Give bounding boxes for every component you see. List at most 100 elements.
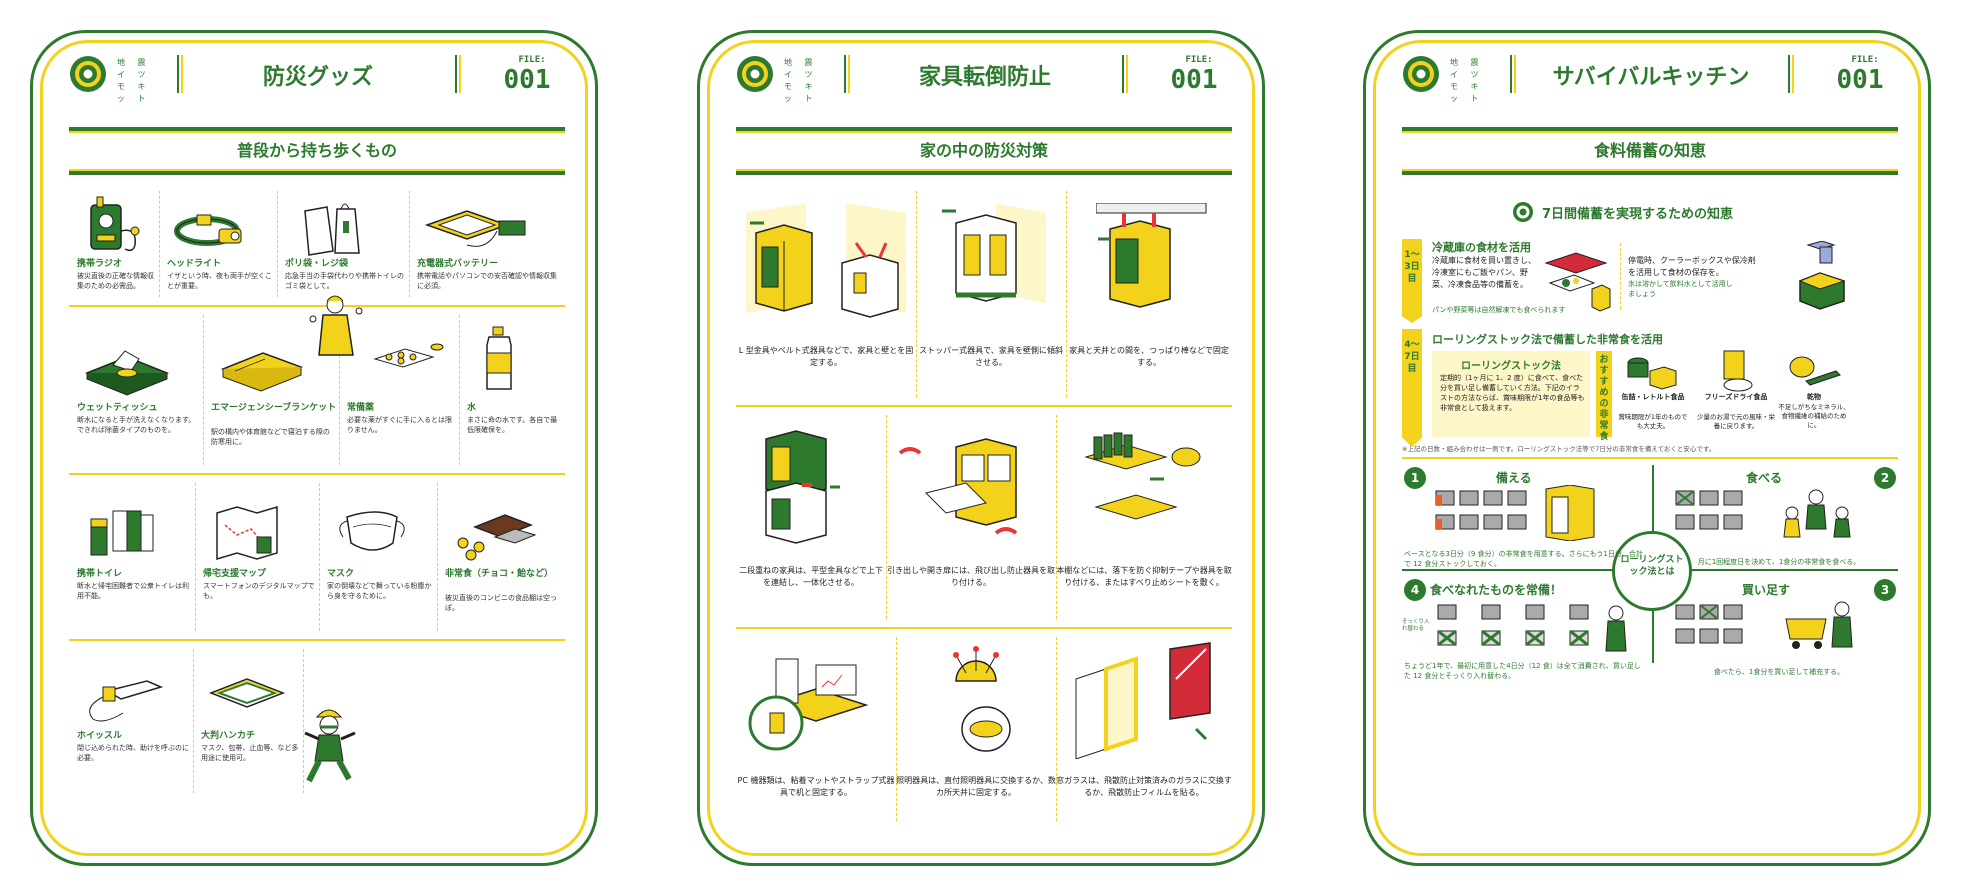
item-name: マスク — [327, 569, 355, 579]
list-item: 水 まさに命の水です。各自で最低限確保を。 — [459, 307, 565, 473]
brand-text: 地 震 イ ツ モ キ ッ ト — [1450, 58, 1484, 103]
target-logo-icon — [70, 56, 106, 92]
step-badge: 1 — [1404, 467, 1426, 489]
band — [69, 127, 565, 133]
card-furniture: 地 震 イ ツ モ キ ッ ト 家具転倒防止 FILE: 001 家の中の防災対… — [697, 30, 1265, 866]
list-item — [303, 641, 383, 801]
card-survival-kitchen: 地 震 イ ツ モ キ ッ ト サバイバルキッチン FILE: 001 食料備蓄… — [1363, 30, 1931, 866]
list-item: 非常食（チョコ・飴など） 被災直後のコンビニの食品棚は空っぽ。 — [437, 475, 565, 639]
band — [736, 127, 1232, 133]
tip-caption: ストッパー式器具で、家具を壁側に傾斜させる。 — [919, 346, 1063, 367]
item-name: ポリ袋・レジ袋 — [285, 259, 349, 269]
card-inner-border — [1373, 40, 1921, 856]
divider — [1510, 55, 1516, 93]
section-note: 氷は溶かして飲料水として活用しましょう — [1628, 280, 1733, 298]
goods-row: 携帯トイレ 断水と帰宅困難者で公衆トイレは利用不能。 帰宅支援マップ スマートフ… — [69, 475, 565, 641]
food-name: フリーズドライ食品 — [1704, 393, 1768, 401]
tips-row: 二段重ねの家具は、平型金具などで上下を連結し、一体化させる。 引き出しや開き扉に… — [736, 407, 1232, 629]
food-name: 乾物 — [1807, 393, 1821, 401]
section-title: 冷蔵庫の食材を活用 — [1432, 241, 1531, 254]
food-desc: 少量のお湯で元の風味・栄養に戻ります。 — [1697, 413, 1775, 430]
snack-icon — [457, 514, 537, 561]
tip-item: 窓ガラスは、飛散防止対策済みのガラスに交換するか、飛散防止フィルムを貼る。 — [1056, 629, 1232, 829]
portable-toilet-icon — [90, 510, 154, 556]
list-item: マスク 家の倒壊などで舞っている粉塵から身を守るために。 — [319, 475, 437, 639]
water-bottle-icon — [486, 326, 512, 390]
drawer-lock-icon — [898, 438, 1018, 535]
window-glass-icon — [1075, 642, 1211, 759]
page-title: サバイバルキッチン — [1552, 65, 1750, 90]
item-desc: 駅の構内や体育館などで寝泊する際の防寒用に。 — [211, 428, 330, 446]
item-desc: 応急手当の手袋代わりや携帯トイレのゴミ袋として。 — [285, 272, 404, 290]
item-desc: まさに命の水です。各自で最低限確保を。 — [467, 416, 558, 434]
step-desc: 食べたら、1食分を買い足して補充する。 — [1713, 668, 1845, 676]
list-item: ポリ袋・レジ袋 応急手当の手袋代わりや携帯トイレのゴミ袋として。 — [277, 183, 409, 305]
file-number: 001 — [1170, 65, 1218, 95]
band — [69, 169, 565, 175]
recommend-label: おすすめの非常食 — [1596, 351, 1612, 442]
step-desc: ベースとなる3日分（9 食分）の非常食を用意する。さらにもう1日分、合計で 12… — [1404, 550, 1643, 568]
step-badge: 2 — [1874, 467, 1896, 489]
cycle-center-label: ローリングストック法とは — [1620, 555, 1684, 577]
divider — [1122, 55, 1128, 93]
item-name: ウェットティッシュ — [77, 403, 158, 413]
item-name: 大判ハンカチ — [201, 731, 256, 741]
food-desc: 不足しがちなミネラル、食物繊維の補給のために。 — [1778, 403, 1850, 429]
dried-food-icon — [1789, 356, 1841, 386]
band — [1402, 127, 1898, 133]
divider — [1788, 55, 1794, 93]
tip-item: ストッパー式器具で、家具を壁側に傾斜させる。 — [916, 183, 1066, 405]
disclaimer: ※上記の日数・組み合わせは一例です。ローリングストック法等で7日分の非常食を備え… — [1402, 445, 1716, 453]
band — [736, 169, 1232, 175]
step-badge: 4 — [1404, 579, 1426, 601]
list-item: 大判ハンカチ マスク、包帯、止血等、など多用途に使用可。 — [193, 641, 303, 801]
stopper-icon — [942, 203, 1046, 303]
divider — [1402, 457, 1898, 459]
tip-caption: 家具と天井との間を、つっぱり棒などで固定する。 — [1069, 346, 1229, 367]
eating-family-icon — [1675, 489, 1851, 538]
canned-food-icon — [1627, 357, 1677, 390]
item-name: ホイッスル — [77, 731, 123, 741]
card-header: 地 震 イ ツ モ キ ッ ト 家具転倒防止 FILE: 001 — [736, 53, 1232, 113]
target-logo-icon — [737, 56, 773, 92]
target-bullet-icon — [1513, 202, 1533, 222]
card-bousai-goods: 地 震 イ ツ モ キ ッ ト 防災グッズ FILE: 001 普段から持ち歩く… — [30, 30, 598, 866]
battery-icon — [424, 210, 526, 247]
divider — [844, 55, 850, 93]
item-desc: 必要な薬がすぐに手に入るとは限りません。 — [347, 416, 452, 434]
step-desc: ちょうど1年で、最初に用意した4日分（12 食）は全て消費され、買い足した 12… — [1404, 662, 1641, 680]
freeze-dry-icon — [1723, 350, 1753, 392]
page-title: 家具転倒防止 — [918, 65, 1051, 90]
bookshelf-icon — [1084, 432, 1201, 520]
step-title: 買い足す — [1742, 583, 1791, 597]
goods-row: ホイッスル 閉じ込められた時、助けを呼ぶのに必要。 大判ハンカチ マスク、包帯、… — [69, 641, 565, 801]
brand-text: 地 震 イ ツ モ キ ッ ト — [117, 58, 151, 103]
kitchen-heading: 7日間備蓄を実現するための知恵 — [1542, 207, 1734, 222]
period-badge: 1〜3日目 — [1402, 239, 1422, 323]
list-item: ウェットティッシュ 断水になると手が洗えなくなります。できれば除菌タイプのものを… — [69, 307, 203, 473]
blanket-icon — [220, 352, 304, 392]
item-desc: マスク、包帯、止血等、など多用途に使用可。 — [201, 744, 299, 762]
stock-cans-icon — [1435, 485, 1595, 541]
tip-item: 家具と天井との間を、つっぱり棒などで固定する。 — [1066, 183, 1232, 405]
radio-icon — [90, 196, 140, 252]
handkerchief-icon — [208, 678, 286, 708]
item-desc: 被災直後の正確な情報収集のための必需品。 — [77, 272, 154, 290]
item-desc: 家の倒壊などで舞っている粉塵から身を守るために。 — [327, 582, 432, 600]
item-name: ヘッドライト — [167, 259, 222, 269]
list-item: ホイッスル 閉じ込められた時、助けを呼ぶのに必要。 — [69, 641, 193, 801]
item-desc: スマートフォンのデジタルマップでも。 — [203, 582, 315, 600]
item-name: 常備薬 — [347, 403, 375, 413]
file-number: 001 — [1836, 65, 1884, 95]
band — [1402, 169, 1898, 175]
list-item: 携帯ラジオ 被災直後の正確な情報収集のための必需品。 — [69, 183, 159, 305]
target-logo-icon — [1403, 56, 1439, 92]
tip-caption: L 型金具やベルト式器具などで、家具と壁とを固定する。 — [738, 346, 914, 367]
period-badge: 4〜7日目 — [1402, 329, 1422, 447]
swap-cans-icon — [1437, 604, 1627, 652]
tension-rod-icon — [1096, 203, 1207, 308]
card-header: 地 震 イ ツ モ キ ッ ト 防災グッズ FILE: 001 — [69, 53, 565, 113]
cooler-box-icon — [1798, 241, 1846, 310]
person-blanket-icon — [309, 295, 444, 368]
tip-caption: 引き出しや開き扉には、飛び出し防止器具を取り付ける。 — [887, 566, 1055, 587]
